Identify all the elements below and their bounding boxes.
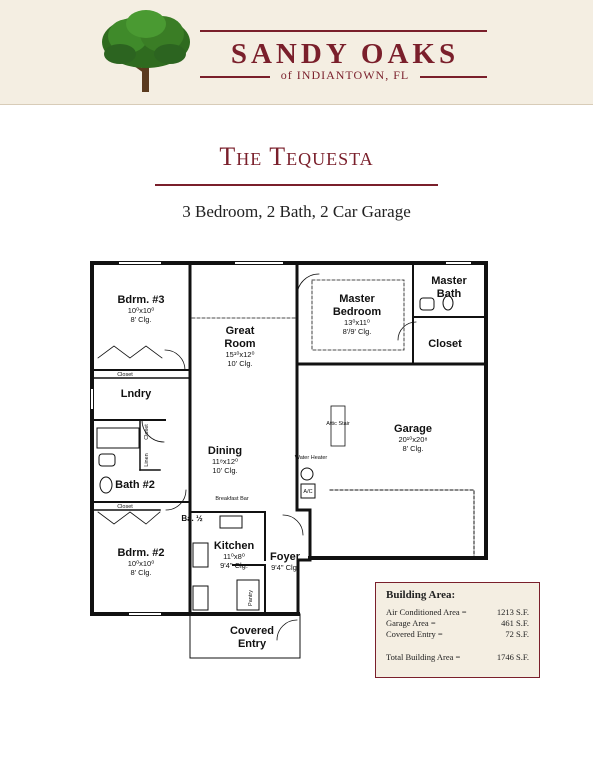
master-bedroom-size: 13⁰x11⁰ (344, 318, 370, 327)
half-bath-name: Ba. ½ (181, 514, 203, 523)
kitchen-name: Kitchen (214, 540, 255, 552)
brand-rule-top (200, 30, 487, 32)
pantry-label: Pantry (248, 590, 254, 606)
master-bedroom-name-1: Master (339, 293, 375, 305)
dining-ceiling: 10' Clg. (212, 466, 237, 475)
great-room-size: 15¹⁰x12⁰ (226, 350, 255, 359)
area-row-ac: Air Conditioned Area = 1213 S.F. (386, 607, 529, 617)
dining-size: 11⁸x12⁰ (212, 457, 238, 466)
area-row-value: 461 S.F. (501, 618, 529, 628)
closet-label-bottom: Closet (117, 504, 133, 510)
master-bedroom-ceiling: 8'/9' Clg. (343, 327, 372, 336)
area-row-total: Total Building Area = 1746 S.F. (386, 652, 529, 662)
great-room-name-2: Room (224, 338, 255, 350)
brand-rule-right (420, 76, 487, 78)
foyer-name: Foyer (270, 551, 301, 563)
kitchen-size: 11⁰x8⁰ (223, 552, 245, 561)
garage-name: Garage (394, 423, 432, 435)
building-area-title: Building Area: (386, 589, 456, 601)
plan-subtitle: 3 Bedroom, 2 Bath, 2 Car Garage (182, 202, 411, 221)
bedroom3-ceiling: 8' Clg. (130, 315, 151, 324)
brand-location: of INDIANTOWN, FL (280, 68, 410, 82)
dining-name: Dining (208, 445, 242, 457)
building-area-box: Building Area: Air Conditioned Area = 12… (375, 582, 540, 678)
master-bedroom-name-2: Bedroom (333, 306, 382, 318)
area-row-garage: Garage Area = 461 S.F. (386, 618, 529, 628)
brand-rule-left (200, 76, 270, 78)
closet-label-side: Closet (144, 424, 150, 440)
master-bath-name-2: Bath (437, 288, 462, 300)
master-closet-name: Closet (428, 338, 462, 350)
garage-ceiling: 8' Clg. (402, 444, 423, 453)
bedroom3-name: Bdrm. #3 (117, 294, 164, 306)
covered-entry-name-1: Covered (230, 625, 274, 637)
bedroom2-name: Bdrm. #2 (117, 547, 164, 559)
foyer-ceiling: 9'4" Clg. (271, 563, 299, 572)
bedroom2-size: 10⁰x10⁰ (128, 559, 154, 568)
area-row-value: 72 S.F. (505, 629, 529, 639)
attic-stair-label: Attic Stair (326, 421, 350, 427)
bedroom2-ceiling: 8' Clg. (130, 568, 151, 577)
area-row-label: Air Conditioned Area = (386, 607, 467, 617)
brand-name: SANDY OAKS (230, 38, 460, 70)
area-row-label: Total Building Area = (386, 652, 461, 662)
closet-label-top: Closet (117, 372, 133, 378)
master-bath-name-1: Master (431, 275, 467, 287)
header-band: SANDY OAKS of INDIANTOWN, FL (0, 0, 593, 105)
covered-entry-name-2: Entry (238, 638, 267, 650)
area-row-value: 1746 S.F. (496, 652, 529, 662)
area-row-label: Garage Area = (386, 618, 436, 628)
great-room-name-1: Great (226, 325, 255, 337)
title-rule (155, 184, 438, 186)
area-row-label: Covered Entry = (386, 629, 443, 639)
linen-label: Linen (144, 453, 150, 466)
oak-tree-logo (102, 10, 190, 92)
bath2-name: Bath #2 (115, 479, 155, 491)
garage-size: 20¹⁰x20⁸ (398, 435, 427, 444)
plan-title: The Tequesta (219, 142, 374, 171)
laundry-name: Lndry (121, 388, 152, 400)
great-room-ceiling: 10' Clg. (227, 359, 252, 368)
ac-label: A/C (303, 489, 312, 495)
area-row-value: 1213 S.F. (496, 607, 529, 617)
kitchen-ceiling: 9'4" Clg. (220, 561, 248, 570)
area-row-covered-entry: Covered Entry = 72 S.F. (386, 629, 529, 639)
breakfast-bar-label: Breakfast Bar (215, 496, 248, 502)
water-heater-label: Water Heater (295, 455, 328, 461)
bedroom3-size: 10⁰x10⁰ (128, 306, 154, 315)
